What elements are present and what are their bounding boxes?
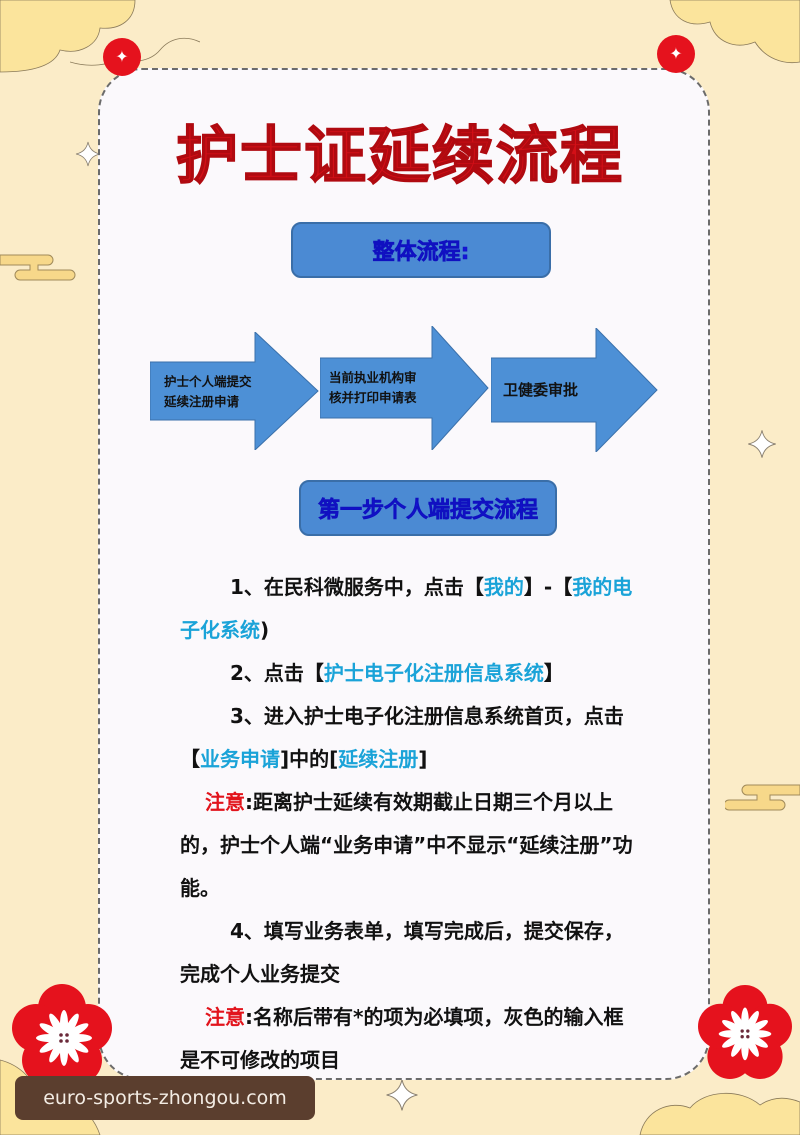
note-2-label: 注意 [205,1005,245,1029]
plum-flower-decoration-right [698,985,792,1079]
red-coin-decoration-left: ✦ [103,38,141,76]
cloud-decoration-bottom-right [639,1092,800,1135]
plum-flower-decoration-left [12,984,112,1084]
sparkle-icon [75,141,101,167]
link-renewal-registration: 延续注册 [338,747,419,771]
red-coin-decoration-right: ✦ [657,35,695,73]
flow-arrow-3-line1: 卫健委审批 [503,381,579,399]
section-header-overall: 整体流程: [291,222,551,278]
sparkle-icon [386,1079,418,1111]
flow-arrow-2: 当前执业机构审 核并打印申请表 [320,326,490,450]
star-icon: ✦ [669,44,683,63]
note-1-label: 注意 [205,790,245,814]
step-2-text: 2、点击【护士电子化注册信息系统】 [230,661,564,685]
star-icon: ✦ [115,47,129,66]
sparkle-icon [748,430,776,458]
cloud-decoration-top-right [669,0,800,64]
watermark-text: euro-sports-zhongou.com [43,1087,287,1109]
flow-arrow-2-line1: 当前执业机构审 [329,370,417,385]
section-header-step1-label: 第一步个人端提交流程 [317,498,539,524]
flow-arrow-1-line2: 延续注册申请 [164,394,240,409]
ribbon-decoration-left [0,254,76,281]
link-my-electronic-system: 我的电子化系统 [180,575,633,642]
link-business-application: 业务申请 [200,747,280,771]
note-1-text: 注意:距离护士延续有效期截止日期三个月以上的，护士个人端“业务申请”中不显示“延… [180,790,633,900]
step-4-text: 4、填写业务表单，填写完成后，提交保存，完成个人业务提交 [180,919,624,986]
note-2-text: 注意:名称后带有*的项为必填项，灰色的输入框是不可修改的项目 [180,1005,624,1072]
content-card [98,68,710,1080]
page-title: 护士证延续流程 [175,118,624,193]
step-3-text: 3、进入护士电子化注册信息系统首页，点击【业务申请]中的[延续注册] [180,704,624,771]
flow-arrow-1: 护士个人端提交 延续注册申请 [150,332,320,450]
flow-arrow-1-line1: 护士个人端提交 [164,374,252,389]
cloud-decoration-top-left [0,0,136,73]
watermark-badge: euro-sports-zhongou.com [15,1076,315,1120]
link-my: 我的 [483,575,524,599]
ribbon-decoration-right [725,784,800,811]
step-1-text: 1、在民科微服务中，点击【我的】-【我的电子化系统) [180,575,633,642]
flow-arrow-3: 卫健委审批 [491,328,659,452]
section-header-overall-label: 整体流程: [372,240,470,266]
link-nurse-registration-system: 护士电子化注册信息系统 [323,661,544,685]
flow-arrow-2-line2: 核并打印申请表 [329,390,417,405]
section-header-step1: 第一步个人端提交流程 [299,480,557,536]
